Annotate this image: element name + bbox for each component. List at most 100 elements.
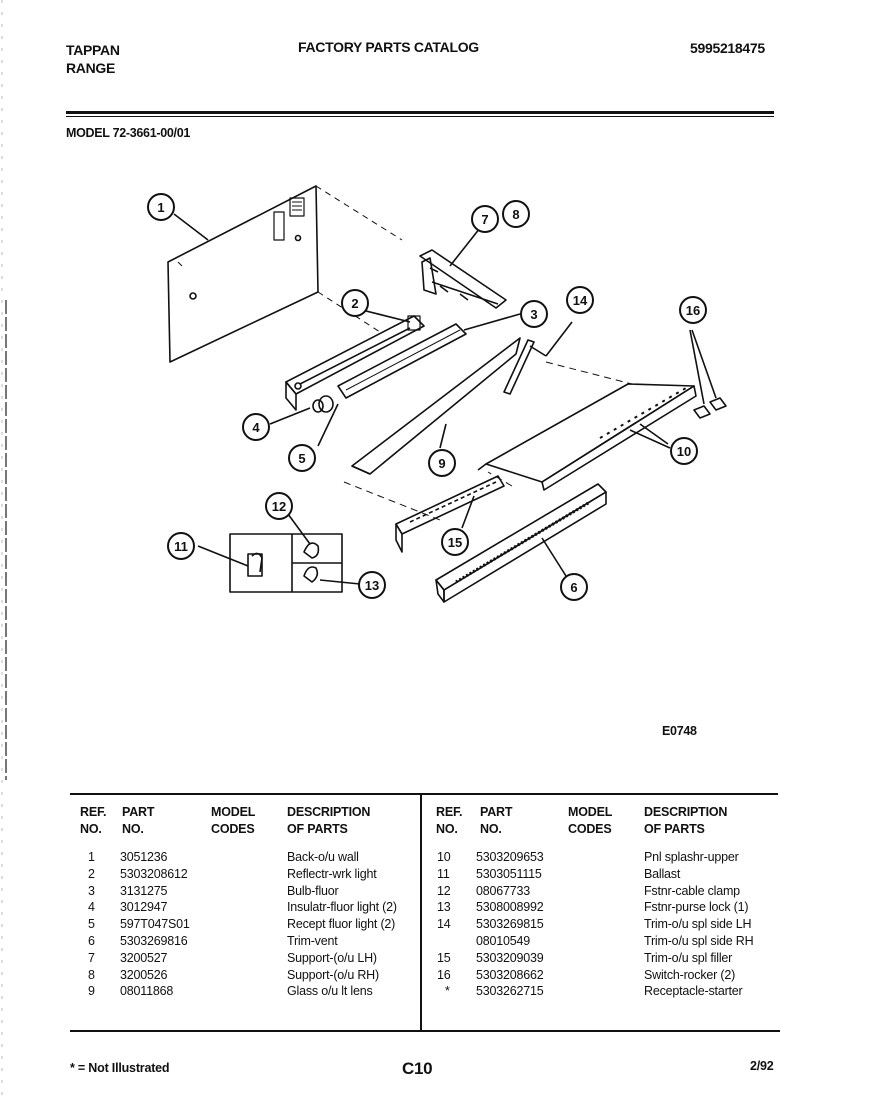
table-cell: 14 bbox=[437, 917, 451, 932]
table-cell: 11 bbox=[437, 866, 450, 881]
table-cell: 08010549 bbox=[476, 933, 531, 948]
table-cell: 3131275 bbox=[120, 883, 168, 898]
part-insulator bbox=[269, 395, 339, 447]
header-rule-thin bbox=[66, 116, 774, 117]
scan-edge-artifact bbox=[1, 0, 7, 1098]
left-desc-column: Back-o/u wall Reflectr-wrk light Bulb-fl… bbox=[287, 849, 397, 1000]
header-rule-thick bbox=[66, 111, 774, 114]
table-cell: 5303051115 bbox=[476, 866, 542, 881]
table-cell: * bbox=[445, 984, 450, 999]
hdr-ref-left: REF.NO. bbox=[80, 805, 107, 836]
table-cell: 3 bbox=[88, 883, 95, 898]
table-cell: Ballast bbox=[644, 866, 681, 881]
table-cell: 5308008992 bbox=[476, 900, 544, 915]
part-ballast-box bbox=[197, 513, 361, 593]
table-cell: 5303269816 bbox=[120, 933, 188, 948]
table-cell: 3012947 bbox=[120, 900, 168, 915]
part-vent-trim bbox=[435, 483, 607, 603]
catalog-title: FACTORY PARTS CATALOG bbox=[298, 39, 479, 55]
table-cell: 7 bbox=[88, 950, 95, 965]
table-cell: 10 bbox=[437, 850, 451, 864]
table-center-divider bbox=[420, 795, 422, 1032]
left-part-column: 3051236 5303208612 3131275 3012947 597T0… bbox=[120, 849, 190, 1000]
table-cell: 5303209039 bbox=[476, 950, 544, 965]
table-cell: 4 bbox=[88, 900, 95, 915]
callout-2: 2 bbox=[341, 289, 369, 317]
figure-code: E0748 bbox=[662, 724, 697, 738]
part-side-trim bbox=[503, 321, 573, 395]
table-cell: 597T047S01 bbox=[120, 917, 190, 932]
callout-4: 4 bbox=[242, 413, 270, 441]
table-cell: 12 bbox=[437, 883, 451, 898]
callout-12: 12 bbox=[265, 492, 293, 520]
callout-14: 14 bbox=[566, 286, 594, 314]
right-part-column: 5303209653 5303051115 08067733 530800899… bbox=[476, 849, 544, 1000]
table-cell: 5303208662 bbox=[476, 967, 544, 982]
exploded-parts-diagram bbox=[167, 185, 727, 603]
table-cell: Trim-o/u spl filler bbox=[644, 950, 733, 965]
table-cell: Trim-o/u spl side RH bbox=[644, 933, 754, 948]
part-rocker-switches bbox=[689, 329, 727, 419]
callout-13: 13 bbox=[358, 571, 386, 599]
table-cell bbox=[437, 933, 451, 950]
part-splasher-panel bbox=[477, 383, 697, 491]
table-cell: Support-(o/u RH) bbox=[287, 967, 379, 982]
part-filler-trim bbox=[395, 475, 505, 553]
footer-date: 2/92 bbox=[750, 1059, 774, 1073]
part-bulb bbox=[337, 323, 467, 399]
callout-5: 5 bbox=[288, 444, 316, 472]
table-cell: Pnl splashr-upper bbox=[644, 850, 739, 864]
callout-8: 8 bbox=[502, 200, 530, 228]
table-cell: Bulb-fluor bbox=[287, 883, 339, 898]
page-number: C10 bbox=[402, 1059, 433, 1078]
table-cell: Insulatr-fluor light (2) bbox=[287, 900, 397, 915]
table-cell: 3200526 bbox=[120, 967, 168, 982]
callout-3: 3 bbox=[520, 300, 548, 328]
table-cell: Switch-rocker (2) bbox=[644, 967, 736, 982]
table-cell: Support-(o/u LH) bbox=[287, 950, 377, 965]
table-cell: Glass o/u lt lens bbox=[287, 984, 373, 999]
hdr-ref-right: REF.NO. bbox=[436, 805, 463, 836]
callout-10: 10 bbox=[670, 437, 698, 465]
table-cell: 16 bbox=[437, 967, 451, 982]
part-back-wall bbox=[167, 185, 403, 363]
part-supports bbox=[419, 249, 507, 309]
footer-note: * = Not Illustrated bbox=[70, 1061, 170, 1075]
table-top-rule bbox=[70, 793, 778, 795]
table-cell: 1 bbox=[88, 850, 95, 864]
table-cell: 5 bbox=[88, 917, 95, 932]
table-cell: 6 bbox=[88, 933, 95, 948]
table-cell: 3051236 bbox=[120, 850, 168, 864]
table-cell: Trim-o/u spl side LH bbox=[644, 917, 752, 932]
table-cell: 15 bbox=[437, 950, 451, 965]
callout-11: 11 bbox=[167, 532, 195, 560]
table-cell: 8 bbox=[88, 967, 95, 982]
table-cell: Back-o/u wall bbox=[287, 850, 359, 864]
table-cell: 9 bbox=[88, 984, 95, 999]
table-cell: 3200527 bbox=[120, 950, 168, 965]
brand-line2: RANGE bbox=[66, 60, 116, 76]
callout-7: 7 bbox=[471, 205, 499, 233]
table-cell: Reflectr-wrk light bbox=[287, 866, 377, 881]
table-cell: 5303209653 bbox=[476, 850, 544, 864]
callout-9: 9 bbox=[428, 449, 456, 477]
catalog-number: 5995218475 bbox=[690, 40, 765, 56]
table-cell: Recept fluor light (2) bbox=[287, 917, 396, 932]
table-cell: Fstnr-purse lock (1) bbox=[644, 900, 749, 915]
table-cell: Trim-vent bbox=[287, 933, 338, 948]
left-ref-column: 1 2 3 4 5 6 7 8 9 bbox=[88, 849, 95, 1000]
table-cell: 5303262715 bbox=[476, 984, 544, 999]
callout-6: 6 bbox=[560, 573, 588, 601]
table-cell: 08011868 bbox=[120, 984, 174, 999]
table-cell: 2 bbox=[88, 866, 95, 881]
table-cell: 13 bbox=[437, 900, 451, 915]
table-cell: 5303269815 bbox=[476, 917, 544, 932]
table-cell: 5303208612 bbox=[120, 866, 188, 881]
right-ref-column: 10 11 12 13 14 15 16 * bbox=[437, 849, 451, 1000]
